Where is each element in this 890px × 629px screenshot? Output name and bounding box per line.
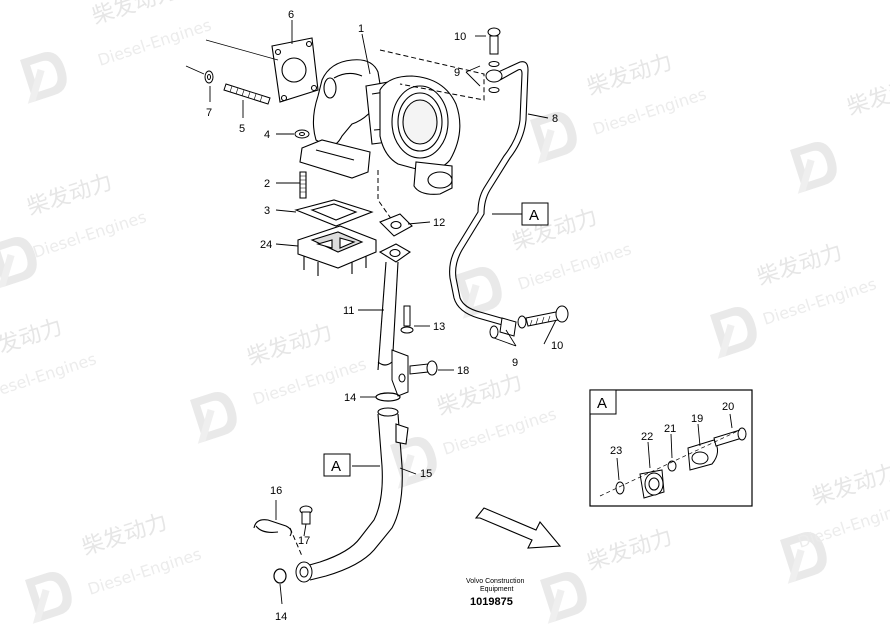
watermark-sub-text: Diesel-Engines: [795, 497, 890, 552]
watermark-logo-text: 柴发动力: [24, 170, 115, 221]
callout-10-top: 10: [454, 31, 466, 43]
callout-5: 5: [239, 123, 245, 135]
view-label-a-upper: A: [492, 202, 549, 226]
view-label-a-lower: A: [323, 453, 351, 477]
clamp-16: [253, 519, 292, 537]
watermark-logo-text: 柴发动力: [89, 0, 180, 30]
caption-line1: Volvo Construction: [466, 578, 524, 585]
bracket: [391, 349, 409, 397]
callout-13: 13: [433, 321, 445, 333]
caption-line2: Equipment: [480, 586, 514, 593]
oil-feed-pipe-8: [449, 61, 529, 327]
callout-leaders: [209, 20, 557, 605]
callout-20: 20: [722, 401, 734, 413]
watermark-logo-text: 柴发动力: [244, 320, 335, 371]
callout-16: 16: [270, 485, 282, 497]
bolt-17: [299, 505, 313, 525]
callout-3: 3: [264, 205, 270, 217]
callout-14-upper: 14: [344, 392, 356, 404]
callout-4: 4: [264, 129, 270, 141]
callout-1: 1: [358, 23, 364, 35]
callout-12: 12: [433, 217, 445, 229]
o-ring-14-upper: [375, 392, 401, 402]
bolt-13: [400, 305, 414, 334]
watermark-logo-text: 柴发动力: [754, 240, 845, 291]
watermark-sub-text: Diesel-Engines: [0, 349, 99, 404]
direction-arrow: [474, 507, 562, 549]
caption: Volvo Construction Equipment 1019875: [466, 578, 524, 608]
watermark-logo-text: 柴发动力: [79, 510, 170, 561]
callout-11: 11: [343, 305, 354, 317]
gasket-3: [294, 199, 374, 227]
o-ring-14-lower: [273, 568, 287, 584]
dashed-leaders: [289, 49, 485, 557]
callout-21: 21: [664, 423, 676, 435]
callout-labels: 6 1 10 9 8 7 5 4 2 3 24 12 11 13 18 14 1…: [206, 9, 563, 623]
callout-6: 6: [288, 9, 294, 21]
callout-8: 8: [552, 113, 558, 125]
watermark-logo-text: 柴发动力: [584, 525, 675, 576]
watermark-logo-text: 柴发动力: [844, 70, 890, 121]
detail-view-a-label: A: [597, 395, 607, 412]
callout-22: 22: [641, 431, 653, 443]
washer-4: [294, 129, 310, 139]
callout-14-lower: 14: [275, 611, 287, 623]
watermark-logo-text: 柴发动力: [809, 460, 890, 511]
assembly-lines: [185, 39, 279, 75]
turbocharger: [271, 37, 461, 199]
callout-19: 19: [691, 413, 703, 425]
callout-18: 18: [457, 365, 469, 377]
callout-2: 2: [264, 178, 270, 190]
watermark-logo-text: 柴发动力: [584, 50, 675, 101]
callout-9-top: 9: [454, 67, 460, 79]
callout-23: 23: [610, 445, 622, 457]
callout-9-bottom: 9: [512, 357, 518, 369]
view-label-a-text: A: [529, 207, 539, 224]
view-label-a-text: A: [331, 458, 341, 475]
pipe-fittings: [485, 27, 569, 339]
callout-15: 15: [420, 468, 432, 480]
flange-24: [297, 225, 377, 276]
watermark-logo-text: 柴发动力: [434, 370, 525, 421]
callout-24: 24: [260, 239, 272, 251]
washer-7: [204, 70, 214, 84]
caption-ref: 1019875: [470, 596, 513, 608]
detail-view-a: A 23 22 21 19 20: [589, 389, 753, 507]
callout-10-bottom: 10: [551, 340, 563, 352]
callout-7: 7: [206, 107, 212, 119]
drain-gasket-12: [378, 213, 413, 263]
callout-17: 17: [298, 535, 310, 547]
watermark-logo-text: 柴发动力: [0, 315, 66, 366]
stud-5: [223, 83, 271, 105]
drain-hose-15: [305, 407, 409, 581]
hose-end-fitting: [295, 561, 313, 583]
bolt-18: [409, 360, 438, 376]
